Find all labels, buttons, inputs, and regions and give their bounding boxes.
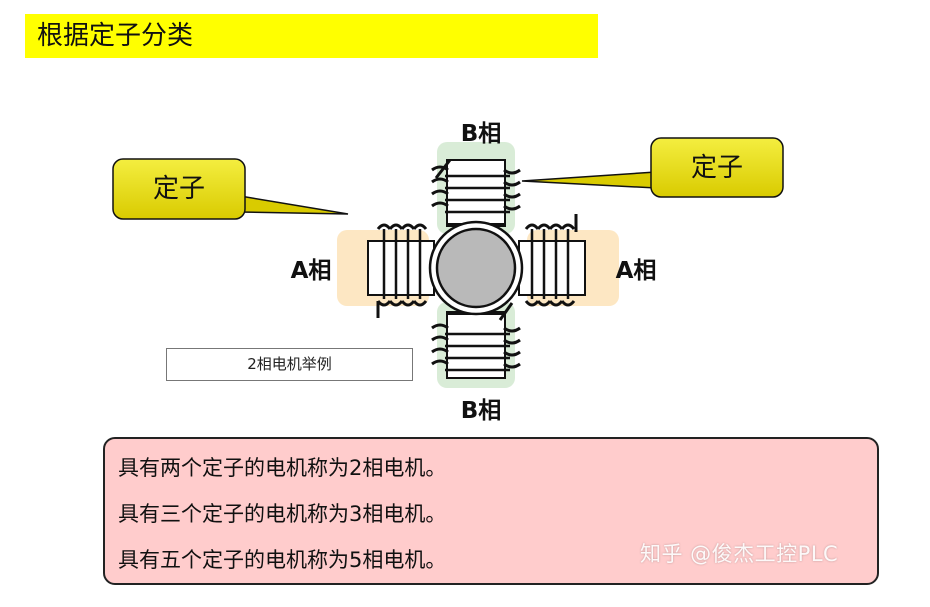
info-line-5-phase: 具有五个定子的电机称为5相电机。 xyxy=(118,548,447,572)
info-box: 具有两个定子的电机称为2相电机。 具有三个定子的电机称为3相电机。 具有五个定子… xyxy=(103,437,879,585)
label-b-bottom: B相 xyxy=(461,398,502,424)
rotor xyxy=(435,227,517,309)
label-callout-left: 定子 xyxy=(153,174,205,204)
callout-left xyxy=(112,158,349,220)
label-a-left: A相 xyxy=(291,258,332,284)
page-title: 根据定子分类 xyxy=(25,14,598,58)
label-a-right: A相 xyxy=(616,258,657,284)
b-phase-bottom-pole xyxy=(431,302,521,379)
callout-right xyxy=(521,137,784,198)
a-phase-right-pole xyxy=(518,214,586,307)
watermark: 知乎 @俊杰工控PLC xyxy=(640,542,839,566)
a-phase-left-pole xyxy=(367,223,435,318)
b-phase-top-pole xyxy=(431,159,521,227)
label-b-top: B相 xyxy=(461,121,502,147)
label-callout-right: 定子 xyxy=(691,153,743,183)
example-caption: 2相电机举例 xyxy=(166,348,413,381)
info-line-2-phase: 具有两个定子的电机称为2相电机。 xyxy=(118,456,447,480)
info-line-3-phase: 具有三个定子的电机称为3相电机。 xyxy=(118,502,447,526)
